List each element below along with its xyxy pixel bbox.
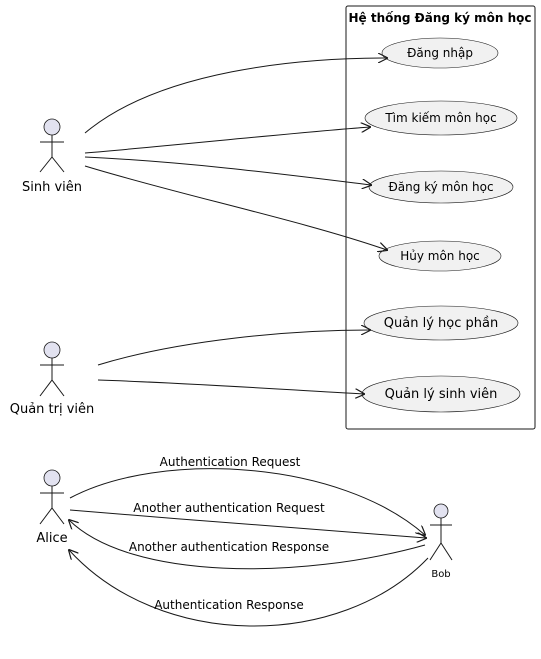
association-student-cancel: [84, 165, 387, 250]
message-another-auth-response-label: Another authentication Response: [129, 540, 329, 554]
actor-bob: Bob: [429, 503, 453, 580]
message-auth-response: [69, 550, 429, 627]
actor-student: Sinh viên: [22, 118, 82, 195]
association-admin-modules: [97, 330, 370, 366]
use-case-search-label: Tìm kiếm môn học: [384, 111, 496, 125]
message-auth-response-label: Authentication Response: [154, 598, 304, 612]
actor-student-label: Sinh viên: [22, 180, 82, 195]
message-another-auth-request: [69, 509, 426, 538]
association-student-search: [84, 127, 370, 154]
use-case-login-label: Đăng nhập: [407, 46, 473, 60]
use-case-login: Đăng nhập: [381, 37, 499, 69]
use-case-manage-students: Quản lý sinh viên: [361, 375, 521, 413]
actor-bob-label: Bob: [431, 569, 450, 580]
message-another-auth-response: [69, 520, 426, 570]
message-another-auth-request-label: Another authentication Request: [133, 501, 325, 515]
use-case-search: Tìm kiếm môn học: [364, 100, 518, 136]
actor-admin: Quản trị viên: [10, 341, 95, 417]
actor-admin-label: Quản trị viên: [10, 402, 95, 417]
use-case-register: Đăng ký môn học: [368, 170, 514, 204]
use-case-register-label: Đăng ký môn học: [388, 180, 493, 194]
system-title: Hệ thống Đăng ký môn học: [348, 11, 531, 25]
association-student-login: [84, 58, 387, 134]
use-case-cancel: Hủy môn học: [378, 240, 502, 272]
actor-alice-label: Alice: [36, 531, 67, 546]
use-case-manage-students-label: Quản lý sinh viên: [385, 387, 498, 402]
use-case-manage-modules-label: Quản lý học phần: [384, 316, 498, 331]
association-admin-students: [97, 379, 364, 394]
use-case-manage-modules: Quản lý học phần: [363, 305, 519, 341]
message-auth-request-label: Authentication Request: [160, 455, 301, 469]
system-boundary: Hệ thống Đăng ký môn học: [345, 5, 536, 430]
actor-alice: Alice: [36, 469, 68, 546]
association-student-register: [84, 156, 371, 185]
use-case-cancel-label: Hủy môn học: [400, 249, 480, 263]
message-auth-request: [69, 468, 425, 535]
